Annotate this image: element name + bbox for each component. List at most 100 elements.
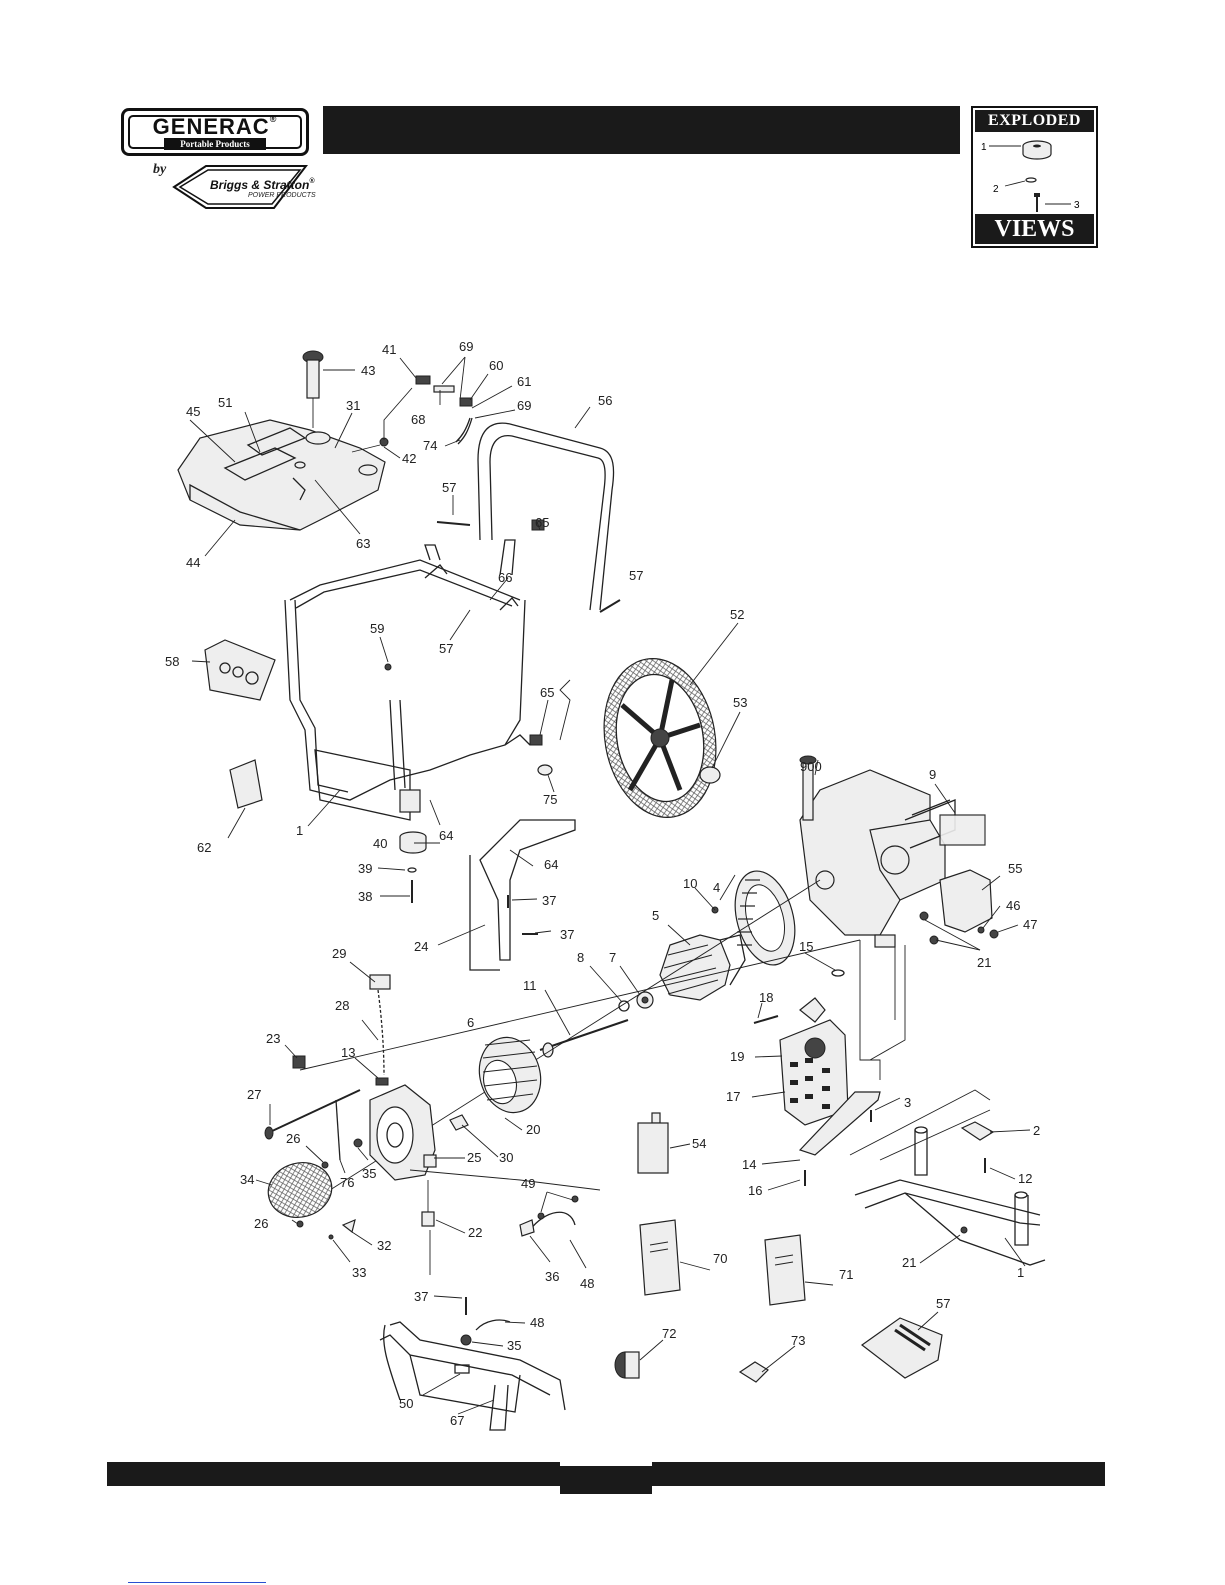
by-label: by <box>153 162 167 177</box>
bracket <box>469 819 576 971</box>
callout-37: 37 <box>542 893 556 908</box>
callout-70: 70 <box>713 1251 727 1266</box>
callout-18: 18 <box>759 990 773 1005</box>
brand-registered-mark: ® <box>269 114 278 124</box>
callout-56: 56 <box>598 393 612 408</box>
washer-35b <box>460 1334 472 1346</box>
callout-57: 57 <box>629 568 643 583</box>
washer-35a <box>353 1138 363 1148</box>
callout-68: 68 <box>411 412 425 427</box>
callout-11: 11 <box>523 978 537 993</box>
gasket-15 <box>831 969 845 977</box>
diode <box>421 1211 435 1227</box>
callout-16: 16 <box>748 1183 762 1198</box>
wing-nut-a <box>424 564 448 579</box>
manual-70 <box>639 1219 681 1296</box>
wing-nut-b <box>499 597 519 611</box>
callout-64: 64 <box>439 828 453 843</box>
callout-1: 1 <box>296 823 303 838</box>
callout-22: 22 <box>468 1225 482 1240</box>
callout-3: 3 <box>904 1095 911 1110</box>
callout-61: 61 <box>517 374 531 389</box>
spark-plug-socket <box>614 1351 640 1379</box>
callout-51: 51 <box>218 395 232 410</box>
callout-23: 23 <box>266 1031 280 1046</box>
callout-30: 30 <box>499 1150 513 1165</box>
bolt-head <box>264 1126 274 1140</box>
callout-71: 71 <box>839 1267 853 1282</box>
terminal-36 <box>519 1219 535 1237</box>
callout-26: 26 <box>286 1131 300 1146</box>
fuel-tank <box>177 419 386 531</box>
callout-27: 27 <box>247 1087 261 1102</box>
callout-14: 14 <box>742 1157 756 1172</box>
washer-49a <box>537 1212 545 1220</box>
washer-49b <box>571 1195 579 1203</box>
callout-44: 44 <box>186 555 200 570</box>
footer-tab-notch <box>560 1456 652 1466</box>
callout-67: 67 <box>450 1413 464 1428</box>
callout-39: 39 <box>358 861 372 876</box>
exhaust-port <box>799 997 826 1023</box>
callout-36: 36 <box>545 1269 559 1284</box>
vibration-mount <box>399 831 427 903</box>
ground-wire-48b <box>475 1319 511 1331</box>
main-frame <box>284 539 531 821</box>
washer-75 <box>537 764 553 776</box>
partner-name: Briggs & Stratton® <box>210 178 315 192</box>
callout-19: 19 <box>730 1049 744 1064</box>
callout-46: 46 <box>1006 898 1020 913</box>
callout-58: 58 <box>165 654 179 669</box>
screw-26b <box>296 1220 304 1228</box>
callout-43: 43 <box>361 363 375 378</box>
muffler-bracket <box>798 1091 881 1156</box>
bearing-center <box>641 996 649 1004</box>
callout-13: 13 <box>341 1045 355 1060</box>
bolt-18 <box>753 1015 779 1024</box>
callout-1: 1 <box>1017 1265 1024 1280</box>
badge-callout-2: 2 <box>993 184 999 195</box>
callout-65: 65 <box>540 685 554 700</box>
bottom-link-underline[interactable] <box>128 1582 266 1583</box>
callout-35: 35 <box>507 1338 521 1353</box>
callout-73: 73 <box>791 1333 805 1348</box>
badge-callout-1: 1 <box>981 142 987 153</box>
callout-9: 9 <box>929 767 936 782</box>
callout-28: 28 <box>335 998 349 1013</box>
generac-logo: GENERAC® Portable Products <box>121 108 309 156</box>
callout-12: 12 <box>1018 1171 1032 1186</box>
callout-54: 54 <box>692 1136 706 1151</box>
keys <box>738 1361 769 1383</box>
assembly-axis-line-2 <box>299 939 861 1071</box>
axle-bolt-65 <box>529 734 543 746</box>
exploded-views-badge: EXPLODED 1 2 3 VIEWS <box>971 106 1098 248</box>
screw-57b <box>599 599 621 613</box>
partner-subtitle: POWER PRODUCTS <box>248 192 316 199</box>
clip-13 <box>375 1077 389 1086</box>
callout-42: 42 <box>402 451 416 466</box>
callout-37: 37 <box>414 1289 428 1304</box>
end-cover <box>267 1162 333 1218</box>
callout-900: 900 <box>800 759 822 774</box>
ground-leader <box>409 1169 601 1191</box>
screw-26a <box>321 1161 329 1169</box>
callout-63: 63 <box>356 536 370 551</box>
ground-wire-48 <box>529 1211 576 1231</box>
callout-7: 7 <box>609 950 616 965</box>
callout-20: 20 <box>526 1122 540 1137</box>
callout-47: 47 <box>1023 917 1037 932</box>
callout-57: 57 <box>936 1296 950 1311</box>
callout-48: 48 <box>580 1276 594 1291</box>
engine-leaders <box>859 940 906 1080</box>
manual-71 <box>764 1234 806 1306</box>
long-bolt <box>269 1089 361 1133</box>
callout-leaders <box>189 356 1031 1415</box>
washer-8 <box>618 1000 630 1012</box>
stator <box>478 1036 542 1114</box>
brand-subtitle: Portable Products <box>164 138 266 150</box>
callout-17: 17 <box>726 1089 740 1104</box>
handle <box>477 422 615 611</box>
nut-21c <box>960 1226 968 1234</box>
callout-53: 53 <box>733 695 747 710</box>
